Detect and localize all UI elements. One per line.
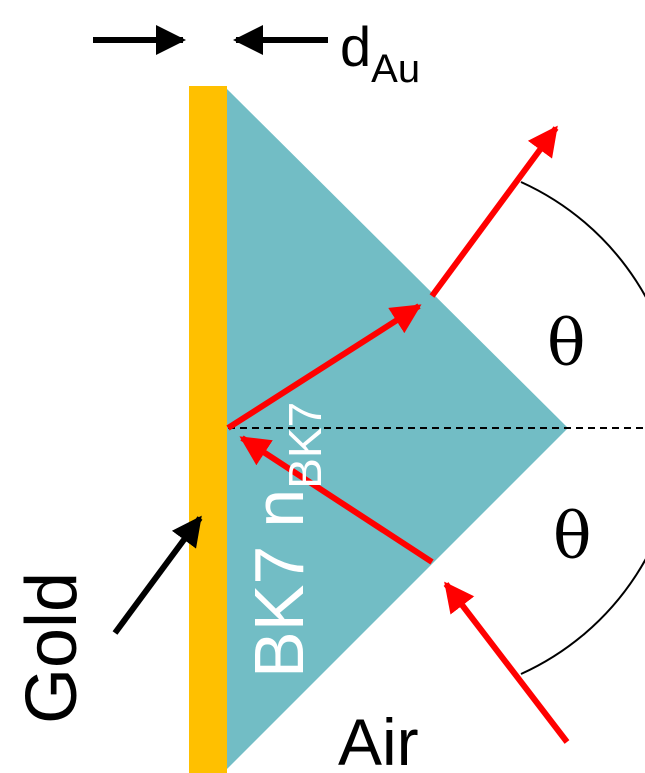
- incident-beam-outside: [443, 581, 570, 744]
- reflected-beam-inside: [226, 303, 422, 431]
- angle-upper-label: θ: [547, 307, 586, 381]
- prism-index-main: n: [240, 489, 318, 528]
- prism-material-label: BK7: [240, 546, 318, 678]
- medium-label: Air: [338, 705, 419, 773]
- prism-label: BK7nBK7: [240, 402, 331, 678]
- gold-label: Gold: [12, 572, 92, 724]
- gold-film: [189, 86, 227, 773]
- arrow-up-right-icon: [112, 515, 203, 635]
- thickness-label-main: d: [340, 15, 371, 78]
- angle-arc: [520, 181, 645, 675]
- prism-index-sub: BK7: [279, 402, 331, 489]
- thickness-label-sub: Au: [371, 47, 420, 91]
- incident-beam-inside: [239, 435, 434, 565]
- angle-lower-label: θ: [553, 500, 592, 574]
- thickness-label: dAu: [340, 15, 420, 91]
- reflected-beam-outside: [429, 125, 559, 298]
